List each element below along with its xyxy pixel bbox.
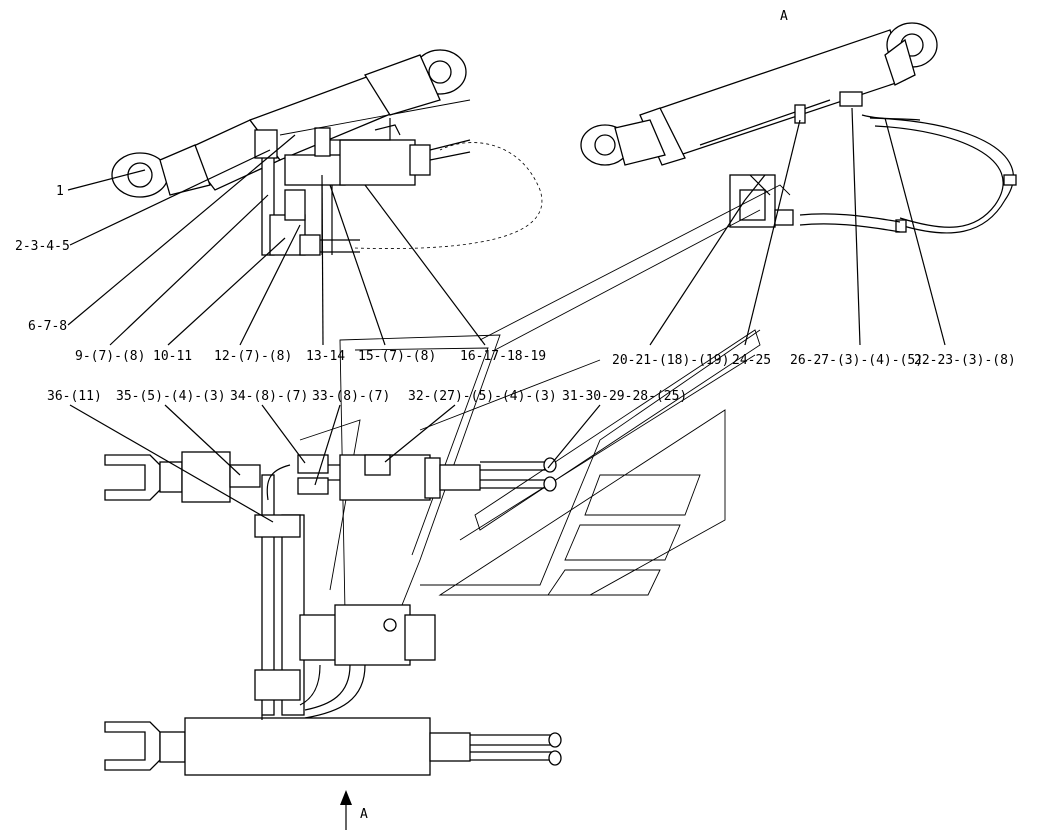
view-arrow-bottom: A [340,790,368,830]
callout-12: 12-(7)-(8) [214,349,292,364]
bottom-assembly [104,451,562,776]
callout-13-14: 13-14 [306,349,345,364]
callout-35: 35-(5)-(4)-(3) [116,389,226,404]
callout-2-3-4-5: 2-3-4-5 [15,239,70,254]
callout-15: 15-(7)-(8) [358,349,436,364]
callout-labels: 1 2-3-4-5 6-7-8 9-(7)-(8) 10-11 12-(7)-(… [15,184,1016,404]
view-marker-top: A [780,9,788,24]
callout-36: 36-(11) [47,389,102,404]
callout-26-27: 26-27-(3)-(4)-(5) [790,353,923,368]
callout-16-17-18-19: 16-17-18-19 [460,349,546,364]
callout-10-11: 10-11 [153,349,192,364]
callout-1: 1 [56,184,64,199]
callout-20-21: 20-21-(18)-(19) [612,353,729,368]
top-left-assembly [111,49,543,256]
view-marker-bottom: A [360,807,368,822]
callout-33: 33-(8)-(7) [312,389,390,404]
callout-32: 32-(27)-(5)-(4)-(3) [408,389,557,404]
callout-31: 31-30-29-28-(25) [562,389,687,404]
callout-24-25: 24-25 [732,353,771,368]
leader-lines [67,107,946,523]
guide-shapes [299,184,791,613]
callout-22-23: 22-23-(3)-(8) [914,353,1016,368]
callout-34: 34-(8)-(7) [230,389,308,404]
callout-6-7-8: 6-7-8 [28,319,67,334]
callout-9: 9-(7)-(8) [75,349,145,364]
